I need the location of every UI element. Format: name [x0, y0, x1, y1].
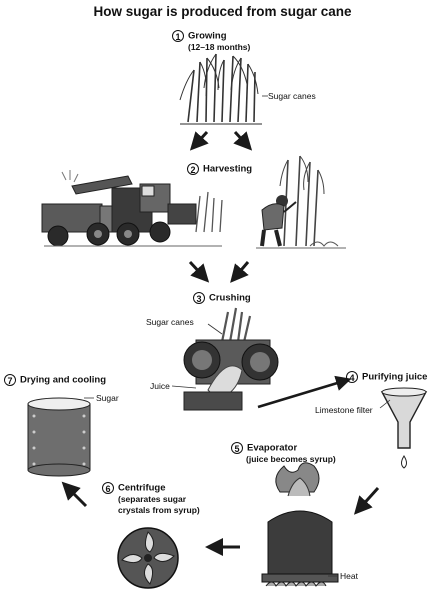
diagram-title: How sugar is produced from sugar cane: [93, 4, 352, 19]
worker-cutting-cane-illustration: [256, 155, 346, 249]
step-7-label: 7 Drying and cooling: [4, 374, 106, 386]
step-7-number: 7: [4, 374, 16, 386]
step-1-title: Growing: [188, 30, 227, 42]
arrow-harvesting-to-crushing-left: [188, 260, 210, 283]
growing-canes-illustration: [179, 53, 262, 125]
step-1-number: 1: [172, 30, 184, 42]
limestone-filter-illustration: [380, 387, 428, 469]
step-3-number: 3: [193, 292, 205, 304]
step-6-detail: (separates sugar: [118, 494, 187, 504]
step-7-title: Drying and cooling: [20, 374, 107, 386]
sugar-canes-pointer-2: [207, 323, 223, 335]
step-5-label: 5 Evaporator: [231, 442, 297, 454]
step-4-number: 4: [346, 371, 358, 383]
step-5-title: Evaporator: [247, 442, 298, 454]
juice-pointer: [171, 385, 197, 389]
step-2-number: 2: [187, 163, 199, 175]
crushing-machine-illustration: [183, 307, 279, 411]
sugar-label: Sugar: [96, 393, 119, 403]
step-4-title: Purifying juice: [362, 371, 428, 383]
step-3-title: Crushing: [209, 292, 251, 304]
harvester-machine-illustration: [41, 170, 223, 247]
step-3-label: 3 Crushing: [193, 292, 251, 304]
step-5-number: 5: [231, 442, 243, 454]
juice-label: Juice: [150, 381, 170, 391]
arrow-crushing-to-purifying: [257, 375, 352, 409]
limestone-filter-label: Limestone filter: [315, 405, 373, 415]
step-1-detail: (12–18 months): [188, 42, 251, 52]
step-6-title: Centrifuge: [118, 482, 166, 494]
step-6-number: 6: [102, 482, 114, 494]
arrow-growing-to-harvesting-right: [233, 130, 253, 151]
drying-drum-illustration: [27, 397, 91, 477]
arrow-harvesting-to-crushing-right: [230, 261, 250, 283]
step-2-title: Harvesting: [203, 163, 253, 175]
step-6-detail-2: crystals from syrup): [118, 505, 200, 515]
centrifuge-illustration: [117, 527, 179, 589]
step-6-label: 6 Centrifuge: [102, 482, 166, 494]
heat-label: Heat: [340, 571, 358, 581]
arrow-growing-to-harvesting-left: [189, 130, 209, 151]
step-2-label: 2 Harvesting: [187, 163, 252, 175]
evaporator-illustration: [261, 462, 339, 587]
step-5-detail: (juice becomes syrup): [246, 454, 336, 464]
sugar-canes-label-2: Sugar canes: [146, 317, 194, 327]
sugar-canes-label-1: Sugar canes: [268, 91, 316, 101]
step-4-label: 4 Purifying juice: [346, 371, 427, 383]
step-1-label: 1 Growing: [172, 30, 227, 42]
limestone-filter-pointer: [379, 399, 391, 409]
arrow-purifying-to-evaporator: [353, 486, 380, 515]
arrow-centrifuge-to-drying: [61, 481, 88, 508]
